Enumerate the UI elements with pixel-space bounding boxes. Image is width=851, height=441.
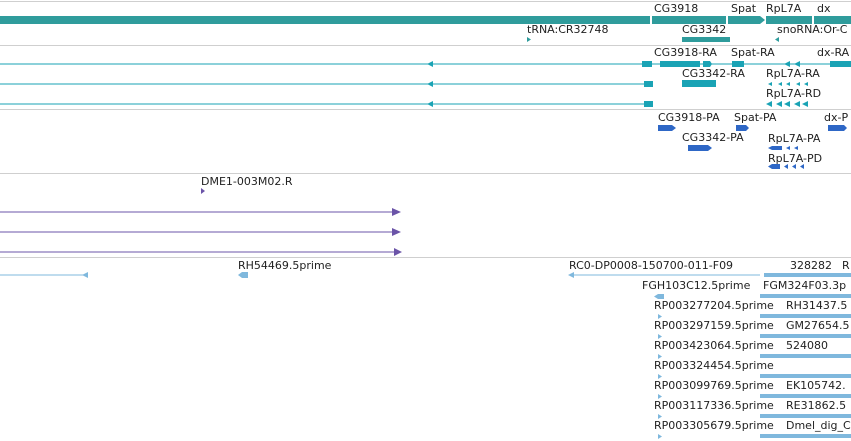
mrna-label-dx-ra[interactable]: dx-RA [817,46,850,59]
mrna-feature-cg3918-ra[interactable] [642,61,652,67]
est-label-rp003324454[interactable]: RP003324454.5prime [654,359,774,372]
protein-label-rpl7a-pd[interactable]: RpL7A-PD [768,152,823,165]
est-label-rp003117336[interactable]: RP003117336.5prime [654,399,774,412]
mrna-label-rpl7a-ra[interactable]: RpL7A-RA [766,67,820,80]
clone-read-1[interactable] [392,208,401,216]
gene-label-cg3342[interactable]: CG3342 [682,23,727,36]
est-track [0,272,851,439]
mrna-feature-cg3342-ra[interactable] [682,80,716,87]
est-feature-rc0-dp0008[interactable] [568,272,574,278]
protein-label-dx-p[interactable]: dx-P [824,111,849,124]
clone-feature-dme1-003m02-r[interactable] [201,188,205,194]
est-label-rp003423064[interactable]: RP003423064.5prime [654,339,774,352]
protein-track [658,125,847,169]
est-label-rp003305679[interactable]: RP003305679.5prime [654,419,774,432]
est-label-328282[interactable]: 328282 [790,259,832,272]
gene-label-dx[interactable]: dx [817,2,831,15]
gene-label-rpl7a[interactable]: RpL7A [766,2,802,15]
gene-feature-snorna[interactable] [775,37,779,42]
gene-track [0,16,851,42]
track-separator-protein [0,109,851,110]
gene-feature-cg3918[interactable] [652,16,726,24]
protein-feature-rpl7a-pd[interactable] [768,164,780,169]
gene-label-snorna[interactable]: snoRNA:Or-C [777,23,848,36]
gene-feature-spat[interactable] [728,16,765,24]
protein-label-cg3342-pa[interactable]: CG3342-PA [682,131,744,144]
est-label-rh54469[interactable]: RH54469.5prime [238,259,332,272]
est-label-rc0-dp0008[interactable]: RC0-DP0008-150700-011-F09 [569,259,734,272]
est-label-rp003277204[interactable]: RP003277204.5prime [654,299,774,312]
gene-label-trna[interactable]: tRNA:CR32748 [527,23,609,36]
est-label-rh31437[interactable]: RH31437.5 [786,299,848,312]
protein-feature-dx-p[interactable] [828,125,847,131]
track-separator-est [0,257,851,258]
clone-read-2[interactable] [392,228,401,236]
track-separator-mrna [0,45,851,46]
mrna-feature-spat-ra[interactable] [732,61,744,67]
est-label-fgm324f03[interactable]: FGM324F03.3p [763,279,847,292]
protein-feature-rpl7a-pa[interactable] [768,146,782,150]
est-rows [654,294,851,439]
mrna-label-rpl7a-rd[interactable]: RpL7A-RD [766,87,822,100]
mrna-feature-rpl7a-rd[interactable] [766,101,772,107]
est-label-rp003297159[interactable]: RP003297159.5prime [654,319,774,332]
gene-label-spat[interactable]: Spat [731,2,757,15]
protein-feature-cg3918-pa[interactable] [658,125,676,131]
protein-feature-cg3342-pa[interactable] [688,145,712,151]
gene-feature-cg3918-span[interactable] [0,16,650,24]
gene-feature-dx[interactable] [814,16,851,24]
est-label-rp003099769[interactable]: RP003099769.5prime [654,379,774,392]
track-separator-clone [0,173,851,174]
est-label-ek105742[interactable]: EK105742. [786,379,846,392]
mrna-label-cg3918-ra[interactable]: CG3918-RA [654,46,717,59]
est-label-r[interactable]: R [842,259,850,272]
gene-feature-rpl7a[interactable] [766,16,812,24]
clone-track [0,188,402,256]
track-separator-genes [0,1,851,2]
est-label-dmel-dig[interactable]: Dmel_dig_C [786,419,851,432]
mrna-feature-dx-ra[interactable] [830,61,851,67]
mrna-label-spat-ra[interactable]: Spat-RA [731,46,775,59]
mrna-track [0,61,851,107]
gene-label-cg3918[interactable]: CG3918 [654,2,699,15]
est-label-gm27654[interactable]: GM27654.5 [786,319,850,332]
gene-feature-trna[interactable] [527,37,531,42]
protein-label-rpl7a-pa[interactable]: RpL7A-PA [768,132,821,145]
protein-label-spat-pa[interactable]: Spat-PA [734,111,777,124]
gene-feature-cg3342[interactable] [682,37,730,42]
mrna-label-cg3342-ra[interactable]: CG3342-RA [682,67,745,80]
est-label-524080[interactable]: 524080 [786,339,828,352]
protein-feature-spat-pa[interactable] [736,125,749,131]
clone-read-3[interactable] [394,248,402,256]
clone-label-dme1-003m02-r[interactable]: DME1-003M02.R [201,175,293,188]
protein-label-cg3918-pa[interactable]: CG3918-PA [658,111,720,124]
est-label-fgh103c12[interactable]: FGH103C12.5prime [642,279,751,292]
est-label-re31862[interactable]: RE31862.5 [786,399,847,412]
est-feature-rh54469[interactable] [238,272,248,278]
